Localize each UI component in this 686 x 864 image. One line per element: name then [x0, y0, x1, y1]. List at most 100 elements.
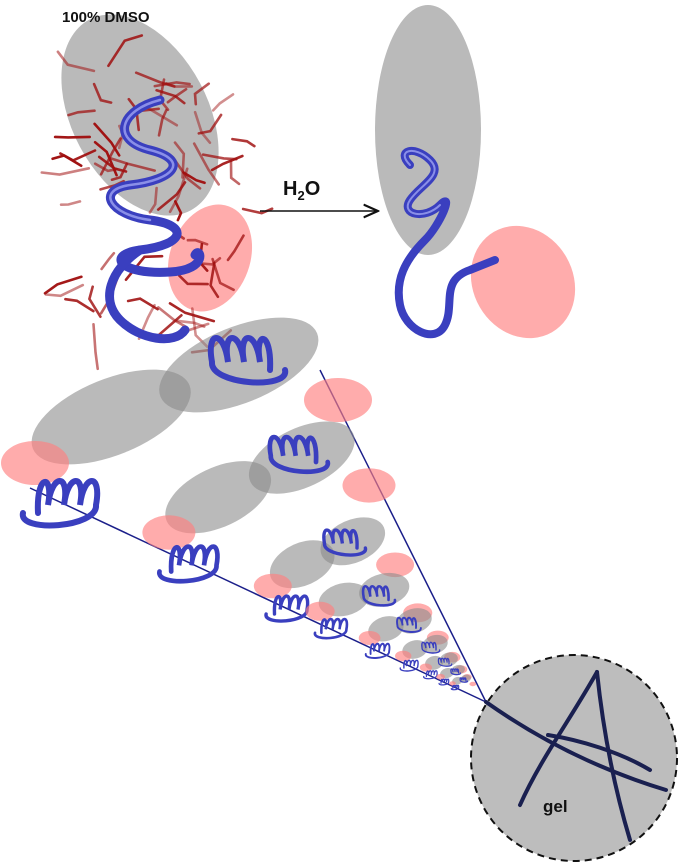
- side-chain-stick: [156, 314, 183, 338]
- helix-squiggle: [423, 670, 438, 680]
- side-chain-stick: [97, 155, 128, 173]
- side-chain-stick: [173, 141, 186, 179]
- side-chain-stick: [148, 186, 158, 214]
- side-chain-stick: [192, 142, 220, 186]
- side-chain-stick: [168, 167, 189, 214]
- helix-squiggle: [459, 677, 469, 683]
- assembly-layer: [142, 421, 396, 584]
- side-chain-stick: [87, 285, 102, 318]
- helix-squiggle: [264, 594, 310, 623]
- side-chain-stick: [43, 275, 83, 295]
- hydrophobic-core-ellipse: [269, 540, 335, 589]
- hydrophobic-core-ellipse: [396, 608, 432, 634]
- dmso-helix-tail: [105, 245, 190, 344]
- dmso-peptide-panel: 100% DMSO: [40, 9, 274, 371]
- helix-squiggle: [421, 641, 441, 654]
- hydrophilic-end-ellipse: [1, 441, 69, 485]
- water-label-o: O: [305, 178, 321, 200]
- side-chain-stick: [174, 200, 183, 222]
- helix-squiggle: [361, 584, 397, 607]
- side-chain-stick: [211, 93, 235, 112]
- water-label-subscript: 2: [297, 188, 304, 203]
- gel-fiber-network: [484, 670, 668, 842]
- side-chain-stick: [93, 122, 121, 157]
- hydrophobic-core-ellipse: [31, 369, 191, 465]
- side-chain-stick: [92, 323, 99, 371]
- helix-squiggle: [19, 478, 101, 529]
- side-chain-stick: [182, 171, 206, 185]
- hydrophilic-end-ellipse: [358, 631, 381, 645]
- helix-squiggle: [396, 616, 422, 633]
- assembly-layer: [253, 517, 415, 623]
- side-chain-stick: [156, 181, 187, 211]
- transition-arrow-group: H2O: [260, 178, 378, 211]
- side-chain-stick: [99, 137, 122, 176]
- water-helix-highlight: [403, 150, 441, 216]
- side-chain-stick: [56, 50, 96, 73]
- assembly-layer: [395, 634, 461, 672]
- side-chain-stick: [107, 34, 144, 68]
- dmso-helix-highlight: [109, 98, 175, 222]
- helix-squiggle: [364, 642, 391, 659]
- hydrophilic-end-ellipse: [469, 681, 477, 687]
- side-chain-stick: [231, 137, 256, 148]
- side-chain-stick: [67, 109, 96, 117]
- helix-squiggle: [438, 678, 450, 686]
- side-chain-stick: [100, 251, 116, 271]
- assembly-layer: [358, 608, 449, 659]
- hydrophilic-end-ellipse: [419, 663, 432, 672]
- side-chain-stick: [64, 297, 95, 313]
- helix-squiggle: [322, 528, 368, 557]
- side-chain-stick: [171, 156, 202, 190]
- helix-squiggle: [450, 684, 460, 691]
- hydrophobic-core-ellipse: [159, 317, 319, 413]
- side-chain-stick: [211, 257, 235, 292]
- assembly-layer: [305, 572, 433, 640]
- side-chain-stick: [59, 149, 97, 162]
- hydrophilic-region-ellipse: [470, 225, 576, 339]
- hydrophilic-end-ellipse: [436, 673, 445, 680]
- hydrophilic-end-ellipse: [304, 378, 372, 422]
- side-chain-stick: [40, 167, 91, 176]
- side-chain-stick: [153, 81, 191, 88]
- gel-inset: gel: [470, 654, 678, 862]
- side-chain-stick: [92, 82, 113, 104]
- water-label-h: H: [283, 178, 297, 200]
- hydrophobic-region-ellipse: [375, 5, 481, 255]
- water-peptide-panel: [375, 5, 576, 339]
- helix-squiggle: [157, 544, 220, 584]
- gel-circle: [470, 654, 678, 862]
- hydrophilic-end-ellipse: [142, 515, 196, 550]
- solvent-label: 100% DMSO: [62, 9, 150, 26]
- side-chain-stick: [229, 160, 241, 186]
- side-chain-stick: [126, 297, 159, 311]
- assembly-panel: [1, 317, 487, 703]
- helix-squiggle: [437, 657, 453, 667]
- fiber-axis-line: [29, 487, 487, 703]
- side-chain-stick: [177, 274, 209, 286]
- gel-label: gel: [543, 797, 568, 816]
- side-chain-stick: [110, 162, 129, 181]
- side-chain-stick: [157, 306, 187, 328]
- hydrophilic-end-ellipse: [376, 552, 415, 578]
- gel-fiber: [484, 700, 668, 792]
- side-chain-stick: [175, 319, 206, 328]
- hydrophilic-end-ellipse: [342, 468, 396, 503]
- side-chain-stick: [209, 261, 220, 299]
- side-chain-stick: [53, 135, 91, 139]
- assembled-peptide-layers: [1, 317, 477, 691]
- side-chain-stick: [226, 234, 245, 262]
- gel-fiber: [546, 733, 652, 772]
- helix-squiggle: [267, 434, 331, 475]
- hydrophilic-end-ellipse: [253, 573, 292, 599]
- side-chain-stick: [157, 108, 168, 137]
- side-chain-stick: [197, 113, 223, 135]
- side-chain-stick: [59, 200, 82, 206]
- helix-squiggle: [450, 668, 461, 676]
- hydrophilic-end-ellipse: [449, 681, 456, 686]
- side-chain-stick: [44, 283, 85, 298]
- side-chain-stick: [134, 71, 176, 88]
- side-chain-stick: [166, 87, 188, 104]
- side-chain-stick: [93, 162, 118, 173]
